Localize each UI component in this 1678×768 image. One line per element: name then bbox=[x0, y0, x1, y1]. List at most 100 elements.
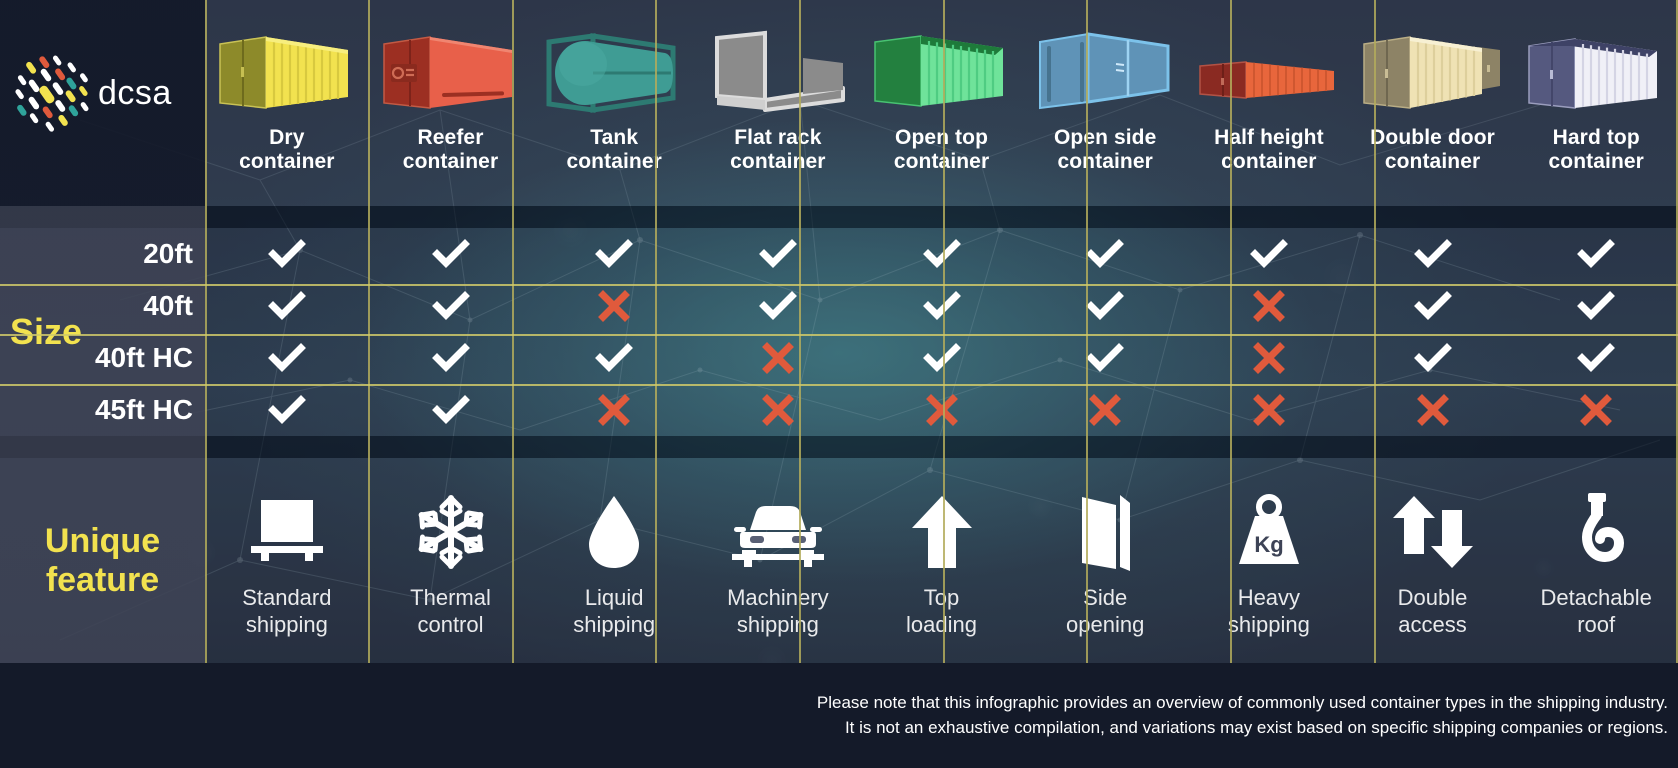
cell-40ft-hard-top bbox=[1514, 280, 1678, 332]
arrows-up-down-icon bbox=[1390, 489, 1476, 575]
cross-icon bbox=[1089, 394, 1122, 426]
open-side-container-art-icon bbox=[1023, 18, 1187, 122]
half-height-container-art-icon bbox=[1187, 18, 1351, 122]
size-matrix: 20ft 40ft bbox=[0, 228, 1678, 436]
crane-hook-icon bbox=[1561, 489, 1631, 575]
check-icon bbox=[431, 395, 470, 424]
cell-40ft-open-top bbox=[860, 280, 1024, 332]
check-icon bbox=[431, 343, 470, 372]
cell-40ft-half-height bbox=[1187, 280, 1351, 332]
check-icon bbox=[922, 343, 961, 372]
cell-45fthc-open-side bbox=[1023, 384, 1187, 436]
snowflake-icon bbox=[411, 489, 491, 575]
check-icon bbox=[1249, 239, 1288, 268]
check-icon bbox=[1086, 239, 1125, 268]
cell-20ft-tank bbox=[532, 228, 696, 280]
cell-45fthc-open-top bbox=[860, 384, 1024, 436]
check-icon bbox=[922, 239, 961, 268]
cell-20ft-open-top bbox=[860, 228, 1024, 280]
check-icon bbox=[267, 239, 306, 268]
check-icon bbox=[758, 291, 797, 320]
check-icon bbox=[1413, 291, 1452, 320]
cell-40fthc-flat-rack bbox=[696, 332, 860, 384]
size-row-40ft: 40ft bbox=[0, 280, 1678, 332]
check-icon bbox=[431, 239, 470, 268]
cell-40fthc-hard-top bbox=[1514, 332, 1678, 384]
dcsa-logo: dcsa bbox=[8, 38, 198, 148]
footer-text: Please note that this infographic provid… bbox=[816, 692, 1668, 737]
cell-20ft-flat-rack bbox=[696, 228, 860, 280]
cell-40ft-double-door bbox=[1351, 280, 1515, 332]
tank-container-art-icon bbox=[532, 18, 696, 122]
cross-icon bbox=[1252, 342, 1285, 374]
double-door-container-art-icon bbox=[1351, 18, 1515, 122]
size-row-label: 45ft HC bbox=[94, 394, 193, 425]
brand-name: dcsa bbox=[98, 73, 172, 112]
cell-20ft-open-side bbox=[1023, 228, 1187, 280]
check-icon bbox=[1086, 343, 1125, 372]
check-icon bbox=[1413, 343, 1452, 372]
cell-20ft-reefer bbox=[369, 228, 533, 280]
dcsa-confetti-logo-icon bbox=[8, 51, 92, 135]
check-icon bbox=[1413, 239, 1452, 268]
cross-icon bbox=[925, 394, 958, 426]
cell-20ft-double-door bbox=[1351, 228, 1515, 280]
size-row-label: 20ft bbox=[143, 238, 193, 269]
cross-icon bbox=[598, 290, 631, 322]
weight-kg-icon: Kg bbox=[1227, 489, 1311, 575]
size-row-20ft: 20ft bbox=[0, 228, 1678, 280]
unique-feature-section bbox=[0, 458, 1678, 663]
size-row-45ft-hc: 45ft HC bbox=[0, 384, 1678, 436]
size-row-label: 40ft HC bbox=[94, 342, 193, 373]
cell-45fthc-dry bbox=[205, 384, 369, 436]
dry-container-art-icon bbox=[205, 18, 369, 122]
flat-rack-container-art-icon bbox=[696, 18, 860, 122]
left-label-column-background bbox=[0, 0, 205, 663]
size-row-40ft-hc: 40ft HC bbox=[0, 332, 1678, 384]
cell-40fthc-tank bbox=[532, 332, 696, 384]
cell-20ft-half-height bbox=[1187, 228, 1351, 280]
cell-45fthc-tank bbox=[532, 384, 696, 436]
hard-top-container-art-icon bbox=[1514, 18, 1678, 122]
open-top-container-art-icon bbox=[860, 18, 1024, 122]
open-door-icon bbox=[1072, 489, 1138, 575]
check-icon bbox=[1086, 291, 1125, 320]
water-drop-icon bbox=[583, 489, 645, 575]
cell-40ft-tank bbox=[532, 280, 696, 332]
cell-40fthc-open-top bbox=[860, 332, 1024, 384]
cell-40ft-flat-rack bbox=[696, 280, 860, 332]
size-row-label: 40ft bbox=[143, 290, 193, 321]
cell-40fthc-reefer bbox=[369, 332, 533, 384]
cell-40fthc-double-door bbox=[1351, 332, 1515, 384]
cell-40fthc-dry bbox=[205, 332, 369, 384]
cell-40ft-reefer bbox=[369, 280, 533, 332]
section-divider-top bbox=[0, 206, 1678, 228]
check-icon bbox=[267, 395, 306, 424]
